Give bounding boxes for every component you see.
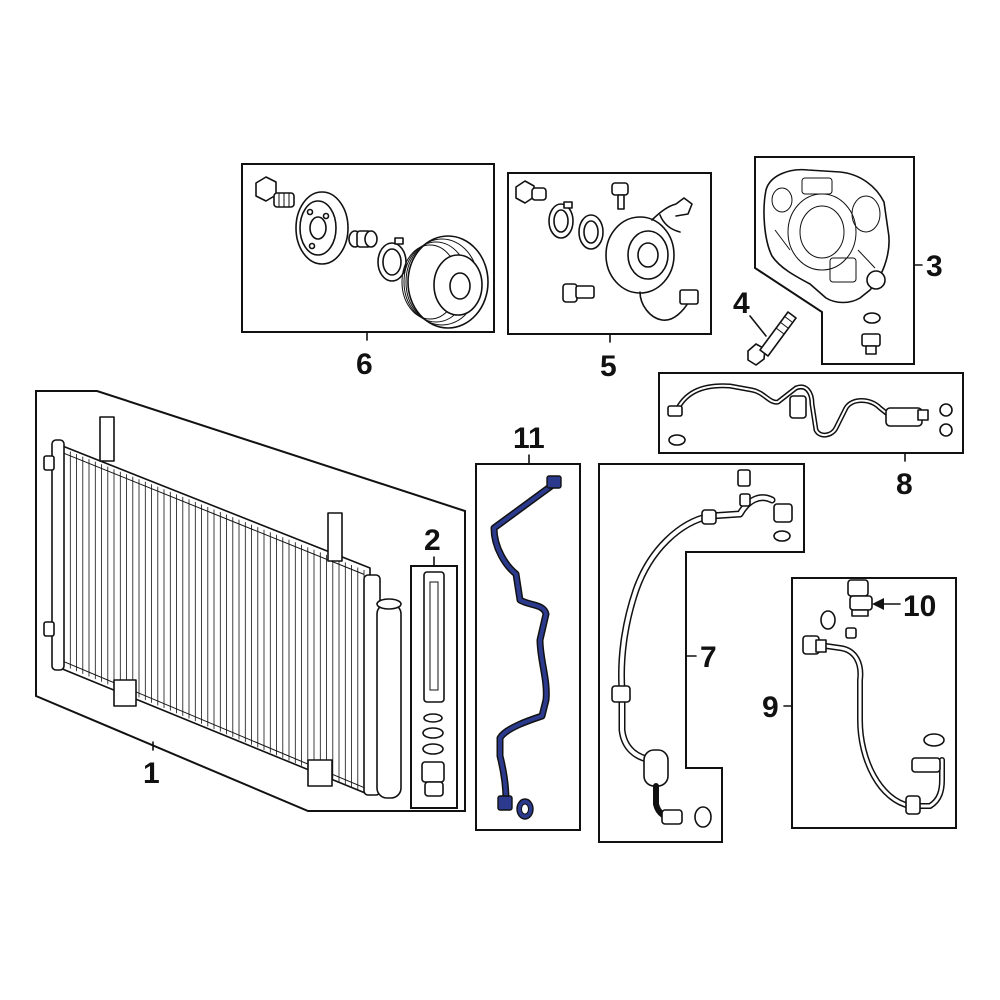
desiccant-plug xyxy=(421,761,445,797)
pressure-relief-valve xyxy=(861,312,881,355)
coil-bolt xyxy=(515,180,547,204)
group-7-suction-hose[interactable] xyxy=(598,463,805,843)
group-8-frame xyxy=(658,372,964,454)
group-9-liquid-line[interactable] xyxy=(791,577,957,829)
group-11-frame xyxy=(475,463,581,831)
pipe-11-upper-fitting xyxy=(546,475,562,489)
hose-7-upper-fitting xyxy=(737,469,793,542)
callout-7[interactable]: 7 xyxy=(700,641,717,674)
callout-5[interactable]: 5 xyxy=(600,350,617,383)
group-2-desiccant[interactable] xyxy=(410,565,458,809)
clutch-snap-ring xyxy=(377,237,407,282)
callout-10[interactable]: 10 xyxy=(903,590,936,623)
group-5-clutch-coil[interactable] xyxy=(507,172,712,335)
clutch-pressure-plate xyxy=(295,191,349,265)
desiccant-o-rings xyxy=(422,713,444,755)
coil-snap-ring-2 xyxy=(578,214,604,250)
leader-4 xyxy=(749,315,767,337)
callout-4[interactable]: 4 xyxy=(733,287,750,320)
clutch-pulley xyxy=(401,235,489,329)
group-3-frame xyxy=(754,156,915,365)
group-7-frame xyxy=(598,463,805,843)
coil-bolt-2 xyxy=(562,283,595,303)
callout-6[interactable]: 6 xyxy=(356,348,373,381)
clutch-shim xyxy=(348,230,378,248)
receiver-drier-tank xyxy=(376,598,402,799)
group-3-compressor[interactable] xyxy=(754,156,915,365)
group-9-frame xyxy=(791,577,957,829)
callout-3[interactable]: 3 xyxy=(926,250,943,283)
group-6-clutch-assembly[interactable] xyxy=(241,163,495,333)
callout-8[interactable]: 8 xyxy=(896,468,913,501)
compressor-body xyxy=(763,168,890,304)
callout-9[interactable]: 9 xyxy=(762,691,779,724)
coil-snap-ring-1 xyxy=(548,201,574,239)
field-coil xyxy=(605,197,699,321)
clutch-bolt xyxy=(255,176,295,208)
condenser-core xyxy=(43,416,381,796)
hose-7-muffler xyxy=(643,749,712,828)
group-11-liquid-pipe[interactable] xyxy=(475,463,581,831)
pipe-11-lower-fitting xyxy=(497,795,513,811)
group-8-discharge-hose[interactable] xyxy=(658,372,964,454)
callout-1[interactable]: 1 xyxy=(143,757,160,790)
desiccant-bag xyxy=(423,571,445,703)
pressure-switch xyxy=(845,579,873,639)
callout-11[interactable]: 11 xyxy=(513,422,545,455)
coil-small-bolt xyxy=(611,182,629,210)
callout-2[interactable]: 2 xyxy=(424,524,441,557)
group-1-condenser[interactable] xyxy=(35,390,466,812)
part-4-compressor-bolt[interactable] xyxy=(747,311,797,366)
group-6-frame xyxy=(241,163,495,333)
group-1-frame xyxy=(35,390,466,812)
arrow-10 xyxy=(872,598,901,610)
